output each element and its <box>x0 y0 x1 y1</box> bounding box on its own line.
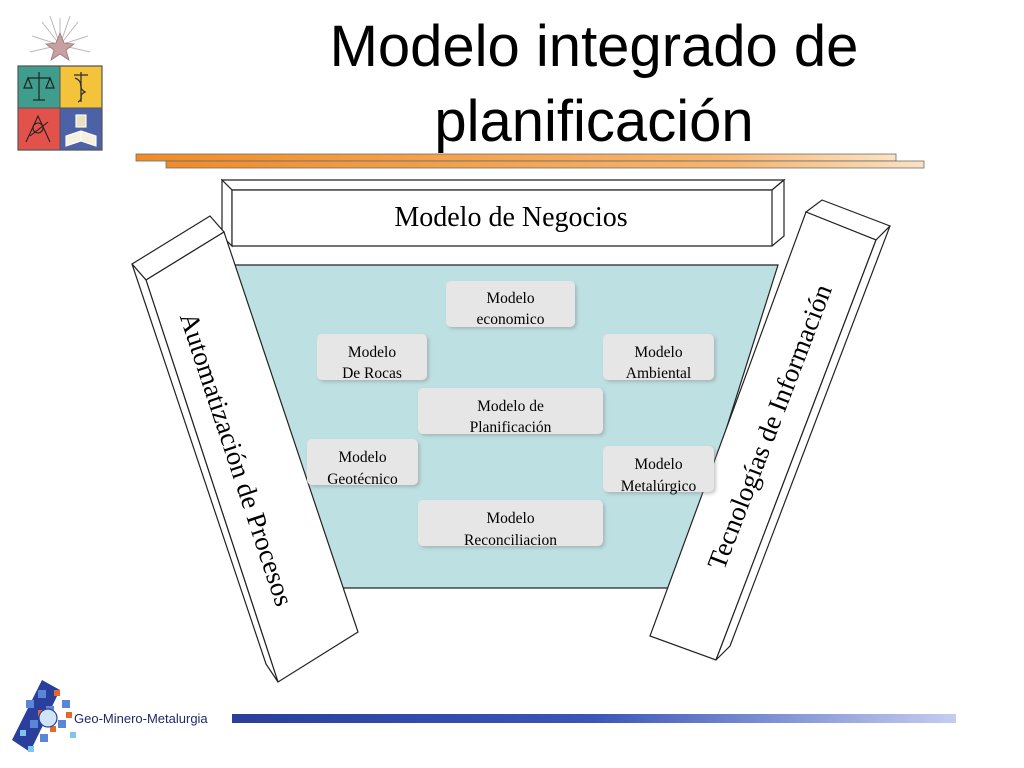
model-node-metalurgico-line1: Modelo <box>634 456 682 473</box>
model-node-geotecnico-line2: Geotécnico <box>327 471 398 488</box>
slide-title-line1: Modelo integrado de <box>330 14 859 79</box>
model-node-ambiental-line2: Ambiental <box>626 365 691 382</box>
university-crest-icon <box>17 15 103 151</box>
slide-title-line2: planificación <box>434 89 753 154</box>
top-bar-label: Modelo de Negocios <box>394 202 627 233</box>
model-node-economico-line2: economico <box>476 311 544 328</box>
title-underline-bars <box>135 153 925 169</box>
model-node-planificacion: Modelo de Planificación <box>418 388 603 436</box>
footer-logo-text: Geo-Minero-Metalurgia <box>74 711 208 726</box>
model-node-ambiental: Modelo Ambiental <box>603 334 714 382</box>
model-node-reconciliacion-line2: Reconciliacion <box>464 532 557 549</box>
model-node-geotecnico-line1: Modelo <box>338 449 386 466</box>
model-node-economico-line1: Modelo <box>486 290 534 307</box>
footer-blue-bar <box>232 714 956 723</box>
model-node-rocas: Modelo De Rocas <box>317 334 427 382</box>
model-node-geotecnico: Modelo Geotécnico <box>307 439 418 488</box>
model-node-ambiental-line1: Modelo <box>634 344 682 361</box>
geo-minero-metalurgia-logo-icon <box>12 680 76 752</box>
model-node-planificacion-line1: Modelo de <box>477 398 544 415</box>
model-node-economico: Modelo economico <box>446 281 575 328</box>
model-node-rocas-line1: Modelo <box>348 344 396 361</box>
model-node-reconciliacion-line1: Modelo <box>486 510 534 527</box>
model-node-metalurgico-line2: Metalúrgico <box>621 478 697 495</box>
model-node-metalurgico: Modelo Metalúrgico <box>603 446 714 495</box>
model-node-planificacion-line2: Planificación <box>470 419 552 436</box>
top-bar: Modelo de Negocios <box>220 178 786 248</box>
model-node-reconciliacion: Modelo Reconciliacion <box>418 500 603 549</box>
model-node-rocas-line2: De Rocas <box>342 365 402 382</box>
